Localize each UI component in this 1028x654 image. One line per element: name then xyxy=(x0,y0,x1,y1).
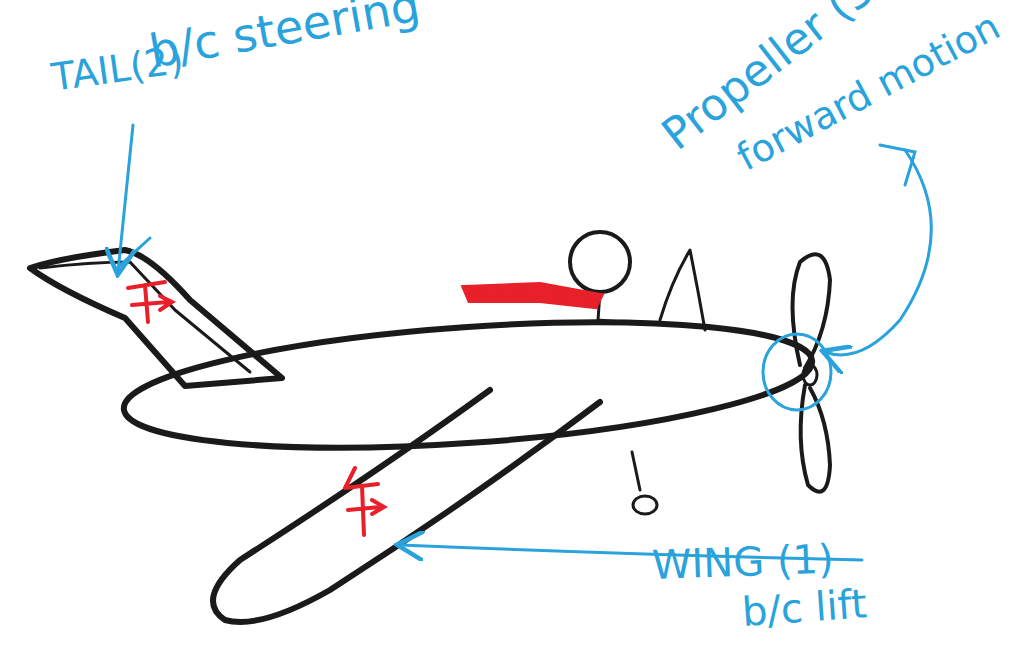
pilot-head xyxy=(570,232,630,292)
tail-edge xyxy=(40,262,250,372)
callout-circle xyxy=(763,334,831,410)
propeller-hub xyxy=(803,365,817,385)
leader-arrow xyxy=(115,238,150,270)
force-mark xyxy=(345,468,384,535)
leader-arrow xyxy=(118,125,133,272)
windshield xyxy=(660,250,705,330)
leader-arrow xyxy=(880,145,915,185)
fuselage xyxy=(120,303,816,467)
pilot-scarf xyxy=(465,285,600,306)
landing-strut xyxy=(632,452,640,490)
callout-label: b/c lift xyxy=(741,583,868,632)
force-mark xyxy=(128,282,172,322)
callout-label: b/c steering xyxy=(146,0,423,75)
leader-arrow xyxy=(825,150,931,355)
tail-fin xyxy=(30,250,282,386)
propeller-blade xyxy=(801,385,830,492)
landing-wheel xyxy=(633,496,657,514)
wing xyxy=(213,390,600,622)
callout-label: WING (1) xyxy=(651,539,834,585)
